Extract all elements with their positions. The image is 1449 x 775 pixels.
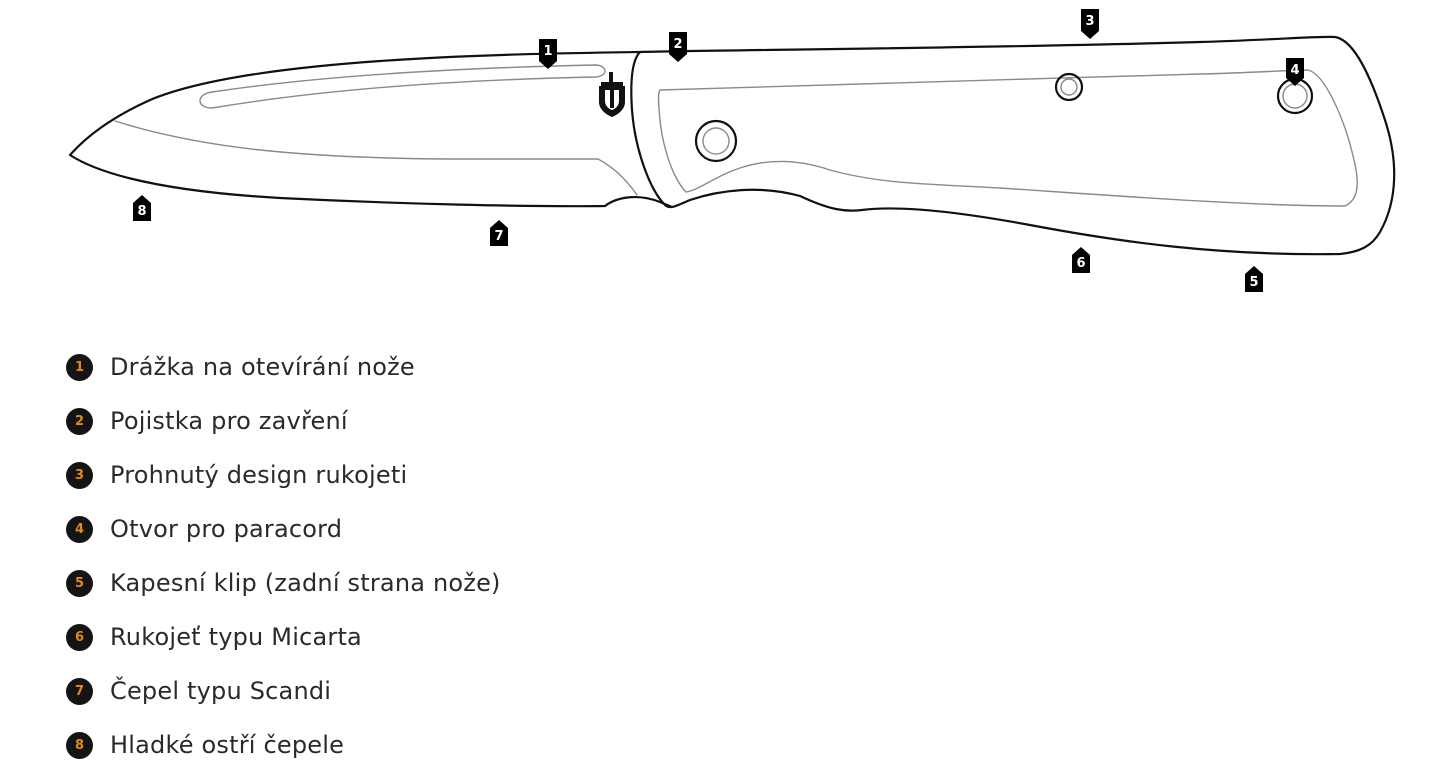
callout-marker-2: 2 [669, 32, 687, 62]
callout-marker-1: 1 [539, 39, 557, 69]
legend-badge-4: 4 [66, 515, 93, 543]
pivot-pin-inner [702, 127, 730, 155]
blade [68, 50, 674, 209]
legend-label-3: Prohnutý design rukojeti [110, 461, 408, 489]
legend-label-7: Čepel typu Scandi [110, 677, 332, 705]
callout-marker-7: 7 [490, 220, 508, 246]
handle-inlay [657, 69, 1358, 207]
handle-screw [1054, 72, 1084, 102]
blade-outline [68, 50, 674, 209]
callout-marker-4-number: 4 [1290, 63, 1299, 78]
legend-item-7: 7 Čepel typu Scandi [66, 664, 501, 718]
knife-diagram: 1 2 3 4 5 6 7 8 [68, 9, 1396, 292]
legend-item-1: 1 Drážka na otevírání nože [66, 340, 501, 394]
legend-label-8: Hladké ostří čepele [110, 731, 345, 759]
legend-list: 1 Drážka na otevírání nože 2 Pojistka pr… [66, 340, 501, 772]
callout-marker-8-number: 8 [137, 204, 146, 219]
callout-marker-4: 4 [1286, 58, 1304, 86]
callout-marker-6-number: 6 [1076, 256, 1085, 271]
handle-outline [630, 35, 1396, 256]
legend-label-4: Otvor pro paracord [110, 515, 343, 543]
legend-badge-8: 8 [66, 731, 93, 759]
legend-item-2: 2 Pojistka pro zavření [66, 394, 501, 448]
handle [630, 35, 1396, 256]
legend-label-6: Rukojeť typu Micarta [110, 623, 362, 651]
legend-label-2: Pojistka pro zavření [110, 407, 348, 435]
legend-label-5: Kapesní klip (zadní strana nože) [110, 569, 501, 597]
blade-thumb-groove [199, 64, 606, 109]
callout-marker-5-number: 5 [1249, 275, 1258, 290]
legend-item-8: 8 Hladké ostří čepele [66, 718, 501, 772]
legend-badge-5: 5 [66, 569, 93, 597]
legend-badge-6: 6 [66, 623, 93, 651]
legend-badge-2: 2 [66, 407, 93, 435]
callout-marker-1-number: 1 [543, 44, 552, 59]
pivot-pin [694, 119, 738, 163]
callout-marker-3: 3 [1081, 9, 1099, 39]
lanyard-hole-inner [1282, 83, 1308, 109]
callout-marker-8: 8 [133, 195, 151, 221]
legend-badge-1: 1 [66, 353, 93, 381]
callout-marker-3-number: 3 [1085, 14, 1094, 29]
blade-bevel-line [114, 120, 638, 196]
legend-item-5: 5 Kapesní klip (zadní strana nože) [66, 556, 501, 610]
callout-marker-6: 6 [1072, 247, 1090, 273]
legend-badge-7: 7 [66, 677, 93, 705]
gerber-logo-icon [599, 72, 625, 117]
legend-badge-3: 3 [66, 461, 93, 489]
callout-marker-7-number: 7 [494, 229, 503, 244]
callout-marker-5: 5 [1245, 266, 1263, 292]
callout-marker-2-number: 2 [673, 37, 682, 52]
handle-screw-inner [1060, 78, 1078, 96]
legend-item-3: 3 Prohnutý design rukojeti [66, 448, 501, 502]
legend-item-4: 4 Otvor pro paracord [66, 502, 501, 556]
legend-label-1: Drážka na otevírání nože [110, 353, 415, 381]
legend-item-6: 6 Rukojeť typu Micarta [66, 610, 501, 664]
